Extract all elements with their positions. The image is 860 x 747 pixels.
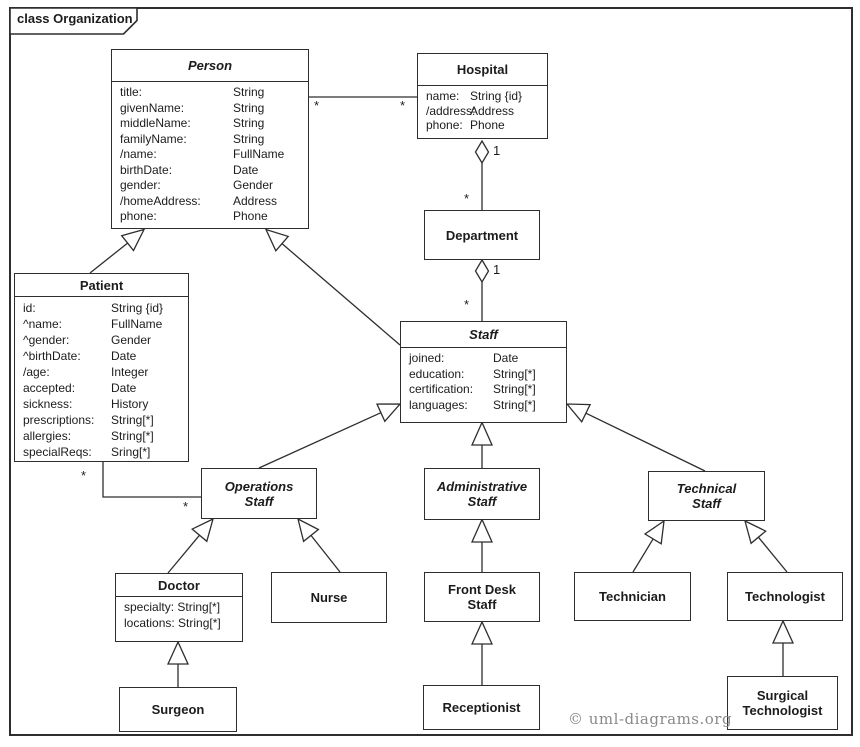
class-department-title: Department xyxy=(445,227,519,243)
attribute-row: specialReqs:Sring[*] xyxy=(23,445,151,459)
attribute-row: phone:Phone xyxy=(120,209,268,223)
class-technician-title: Technician xyxy=(599,589,666,604)
attribute-row: name:String {id} xyxy=(426,89,523,103)
attribute-row: /age:Integer xyxy=(23,365,149,379)
class-staff-attributes: joined:Date education:String[*] certific… xyxy=(401,348,566,413)
class-receptionist: Receptionist xyxy=(423,685,540,730)
multiplicity-person-end: * xyxy=(314,98,320,113)
class-nurse-title: Nurse xyxy=(310,590,348,605)
attribute-row: allergies:String[*] xyxy=(23,429,154,443)
class-doctor: Doctor specialty: String[*] locations: S… xyxy=(115,573,243,642)
multiplicity-patient-end: * xyxy=(81,468,87,483)
attribute-row: education:String[*] xyxy=(409,366,536,381)
class-surgeon: Surgeon xyxy=(119,687,237,732)
multiplicity-hospital-end: * xyxy=(400,98,406,113)
attribute-row: id:String {id} xyxy=(23,301,164,315)
attribute-row: ^name:FullName xyxy=(23,317,163,331)
class-technician: Technician xyxy=(574,572,691,621)
attribute-row: certification:String[*] xyxy=(409,382,536,396)
attribute-row: /address:Address xyxy=(426,103,515,118)
attribute-row: gender:Gender xyxy=(120,178,274,192)
multiplicity-department-aggregation: 1 xyxy=(493,262,501,277)
class-staff-title: Staff xyxy=(401,322,566,348)
class-department: Department xyxy=(424,210,540,260)
class-patient-attributes: id:String {id} ^name:FullName ^gender:Ge… xyxy=(15,297,188,460)
multiplicity-department-many: * xyxy=(464,191,470,206)
class-person: Person title:String givenName:String mid… xyxy=(111,49,309,229)
attribute-row: specialty: String[*] xyxy=(124,600,221,614)
copyright-text: © uml-diagrams.org xyxy=(568,710,733,728)
attribute-row: prescriptions:String[*] xyxy=(23,413,154,427)
class-patient-title: Patient xyxy=(15,274,188,297)
attribute-row: title:String xyxy=(120,85,265,99)
class-person-attributes: title:String givenName:String middleName… xyxy=(112,82,308,225)
multiplicity-operations-end: * xyxy=(183,499,189,514)
class-person-title: Person xyxy=(112,50,308,82)
attribute-row: locations: String[*] xyxy=(124,615,221,630)
attribute-row: ^birthDate:Date xyxy=(23,349,137,363)
class-receptionist-title: Receptionist xyxy=(442,700,521,715)
attribute-row: phone:Phone xyxy=(426,118,505,132)
attribute-row: middleName:String xyxy=(120,116,265,130)
attribute-row: sickness:History xyxy=(23,397,149,411)
attribute-row: accepted:Date xyxy=(23,381,137,395)
multiplicity-staff-many: * xyxy=(464,297,470,312)
class-doctor-title: Doctor xyxy=(116,574,242,597)
class-hospital-title: Hospital xyxy=(418,54,547,86)
diagram-frame xyxy=(9,7,853,736)
attribute-row: ^gender:Gender xyxy=(23,333,152,347)
class-surgeon-title: Surgeon xyxy=(151,702,205,717)
class-technologist-title: Technologist xyxy=(745,589,825,604)
class-hospital: Hospital name:String {id} /address:Addre… xyxy=(417,53,548,139)
class-nurse: Nurse xyxy=(271,572,387,623)
attribute-row: givenName:String xyxy=(120,100,265,115)
attribute-row: birthDate:Date xyxy=(120,162,259,177)
class-patient: Patient id:String {id} ^name:FullName ^g… xyxy=(14,273,189,462)
attribute-row: familyName:String xyxy=(120,131,265,146)
attribute-row: languages:String[*] xyxy=(409,397,536,412)
multiplicity-hospital-aggregation: 1 xyxy=(493,143,501,158)
attribute-row: /name:FullName xyxy=(120,147,285,161)
class-doctor-attributes: specialty: String[*] locations: String[*… xyxy=(116,597,242,631)
class-technologist: Technologist xyxy=(727,572,843,621)
class-hospital-attributes: name:String {id} /address:Address phone:… xyxy=(418,86,547,133)
class-staff: Staff joined:Date education:String[*] ce… xyxy=(400,321,567,423)
attribute-row: joined:Date xyxy=(409,351,519,365)
attribute-row: /homeAddress:Address xyxy=(120,193,278,208)
frame-title: class Organization xyxy=(17,11,133,26)
